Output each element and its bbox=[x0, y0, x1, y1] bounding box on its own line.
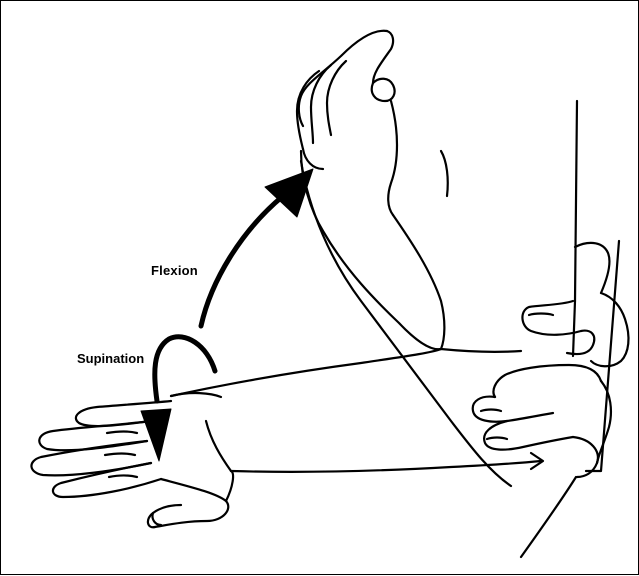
flexion-arrowhead bbox=[265, 169, 313, 217]
supination-arrowhead bbox=[141, 409, 171, 461]
flexion-arrow bbox=[201, 169, 313, 326]
supination-label: Supination bbox=[77, 351, 144, 366]
supination-arrow bbox=[141, 337, 215, 461]
flexion-label: Flexion bbox=[151, 263, 198, 278]
examiner-hands bbox=[473, 243, 629, 557]
torso-outline bbox=[573, 101, 619, 471]
